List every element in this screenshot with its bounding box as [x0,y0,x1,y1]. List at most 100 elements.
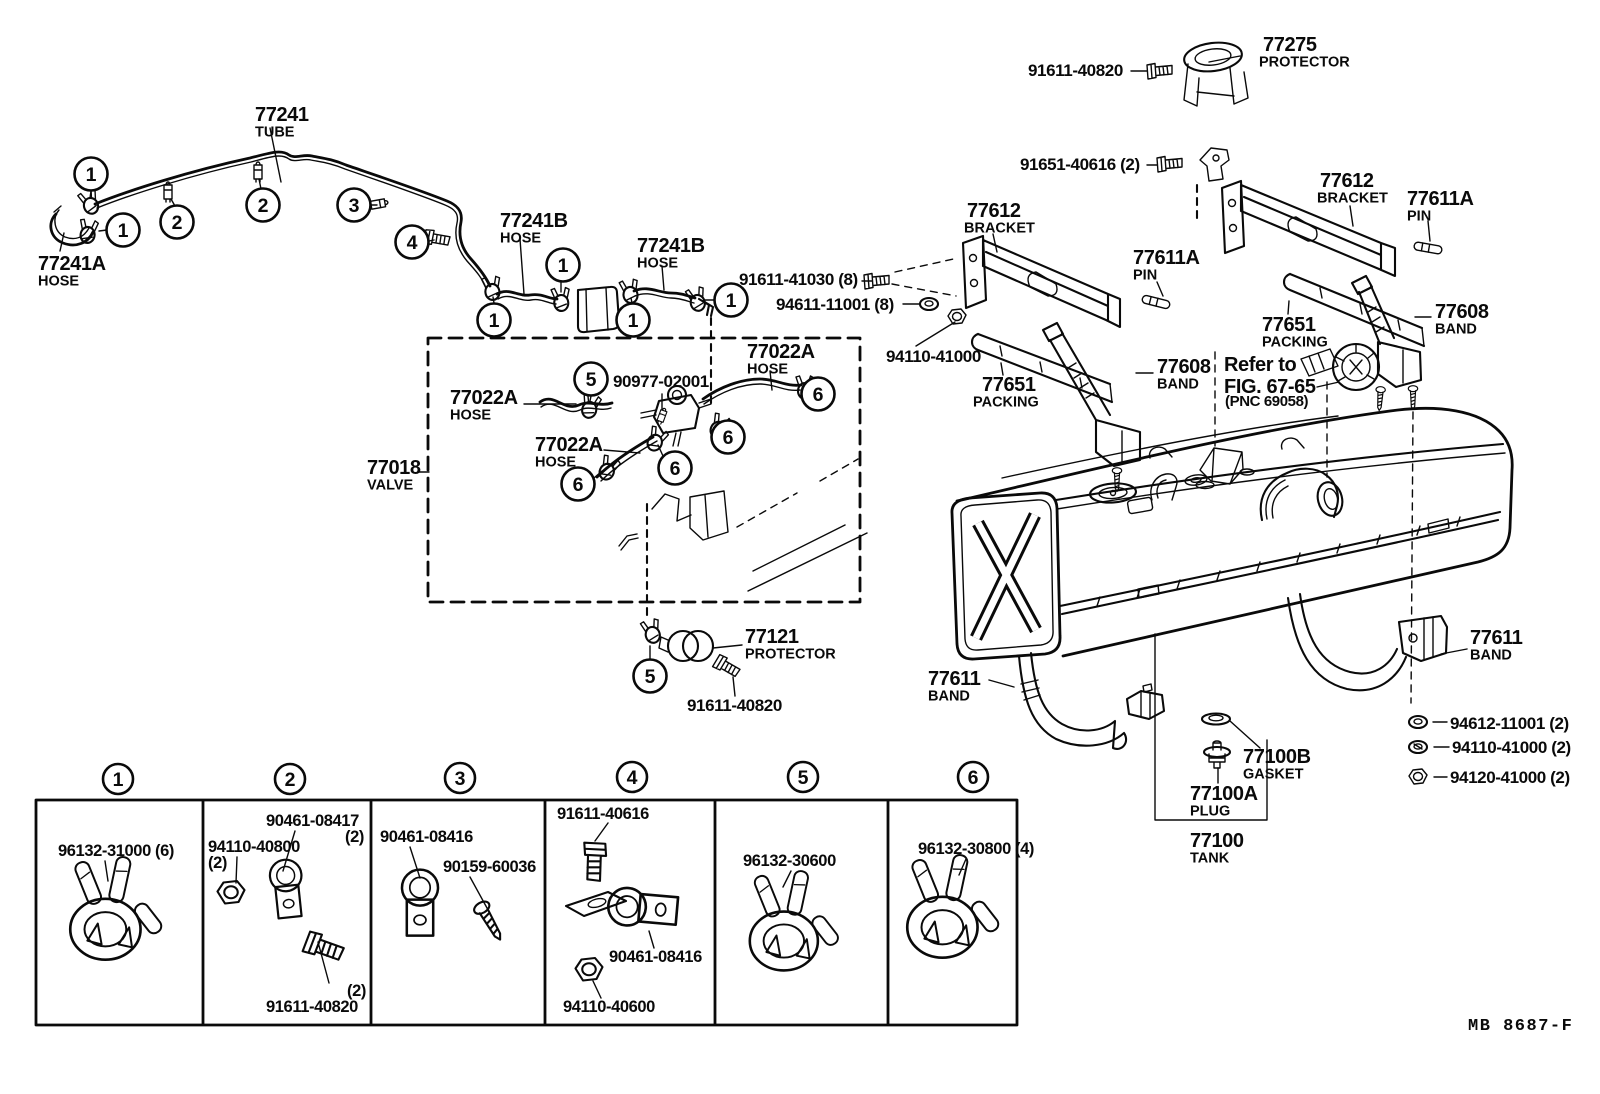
label-77121: 77121 [745,626,799,648]
label-77241a-caption: HOSE [38,274,79,290]
fuel-tube-assembly [49,150,715,410]
legend-part-number: 90461-08417 [266,812,359,830]
bolt-icon [1146,62,1173,80]
callout-6-icon: 6 [657,450,693,486]
plug-77100a-icon [1202,740,1232,769]
bolt-icon [578,840,609,883]
svg-text:1: 1 [726,290,737,312]
valve-dashed-box [426,336,862,604]
label-77611a-right: 77611A [1407,188,1474,210]
callout-1-icon: 1 [713,282,749,318]
clamp-icon [480,274,504,303]
ref-note-line1: Refer to [1224,354,1297,376]
label-91651-40616: 91651-40616 (2) [1020,155,1140,174]
label-77608-mid: 77608 [1157,356,1211,378]
svg-text:5: 5 [798,767,809,789]
label-77100a: 77100A [1190,783,1258,805]
protector-77275 [1146,41,1249,224]
p-clamp-icon [400,868,440,937]
label-77022a-mid-caption: HOSE [535,455,576,471]
label-77608-right-caption: BAND [1435,322,1477,338]
label-77241a: 77241A [38,253,106,275]
ref-note-line3: (PNC 69058) [1225,393,1309,410]
nut-icon [1408,768,1428,785]
legend-part-number: 96132-31000 (6) [58,842,174,860]
svg-text:2: 2 [172,212,183,234]
hose-77022a-right [701,377,803,401]
hose-clamp-icon [748,868,842,972]
legend-part-number: 91611-40820 [266,998,358,1016]
callout-1-icon: 1 [105,212,141,248]
label-77612-right-caption: BRACKET [1317,191,1388,207]
callout-5-icon: 5 [786,760,820,794]
label-77275: 77275 [1263,34,1317,56]
band-77608-left [1041,321,1142,468]
callout-4-icon: 4 [615,760,649,794]
legend-part-number: (2) [345,828,364,846]
label-77241b-2: 77241B [637,235,705,257]
mid-fasteners [863,257,967,325]
legend-part-number: (2) [208,854,227,872]
hose-clamp-icon [68,854,166,961]
legend-part-number: 91611-40616 [557,805,649,823]
svg-text:2: 2 [258,195,269,217]
callout-5-icon: 5 [632,658,668,694]
callout-2-icon: 2 [159,204,195,240]
svg-text:3: 3 [455,768,466,790]
label-77611-right: 77611 [1470,627,1523,649]
svg-text:4: 4 [627,767,638,789]
label-77018-caption: VALVE [367,478,414,494]
label-77611a-left-caption: PIN [1133,268,1157,284]
callout-1-icon: 1 [476,302,512,338]
label-77651-right: 77651 [1262,314,1316,336]
valve-assembly-77018 [426,336,868,622]
fuel-filter [576,285,621,334]
label-77241: 77241 [255,104,309,126]
legend-part-number: (2) [347,982,366,1000]
label-77022a-right: 77022A [747,341,815,363]
label-77100b-caption: GASKET [1243,767,1304,783]
label-77651-left-caption: PACKING [973,395,1039,411]
callout-1-icon: 1 [545,247,581,283]
callout-2-icon: 2 [245,187,281,223]
nut-icon [216,879,246,905]
label-77612-left: 77612 [967,200,1021,222]
clamp-icon [618,277,642,306]
callout-1-icon: 1 [101,762,135,796]
label-94120-41000: 94120-41000 (2) [1450,768,1570,787]
svg-text:5: 5 [645,666,656,688]
callout-1-icon: 1 [615,302,651,338]
label-77022a-left-caption: HOSE [450,408,491,424]
screw-icon [1373,385,1387,412]
callout-6-icon: 6 [710,419,746,455]
tube-clip-icon [253,161,263,183]
label-77608-mid-caption: BAND [1157,377,1199,393]
svg-text:6: 6 [968,767,979,789]
label-77018: 77018 [367,457,421,479]
label-91611-40820-low: 91611-40820 [687,696,782,715]
label-77651-right-caption: PACKING [1262,335,1328,351]
label-77275-caption: PROTECTOR [1259,55,1350,71]
nut-icon [947,308,967,325]
washer-icon [918,296,940,312]
legend-part-number: 96132-30800 (4) [918,840,1034,858]
callout-5-icon: 5 [573,361,609,397]
label-90977-02001: 90977-02001 [613,372,709,391]
callout-3-icon: 3 [336,187,372,223]
hose-77241a [49,212,95,247]
callout-6-icon: 6 [800,376,836,412]
label-77611-left: 77611 [928,668,981,690]
bracket-band-right [1220,179,1444,411]
label-77651-left: 77651 [982,374,1036,396]
label-77611-right-caption: BAND [1470,648,1512,664]
p-clamp-icon [605,885,680,932]
callout-1-icon: 1 [73,156,109,192]
gasket-77100b-icon [1200,712,1232,726]
label-77241b-2-caption: HOSE [637,256,678,272]
label-77241b-1: 77241B [500,210,568,232]
p-clamp-icon [267,857,307,920]
